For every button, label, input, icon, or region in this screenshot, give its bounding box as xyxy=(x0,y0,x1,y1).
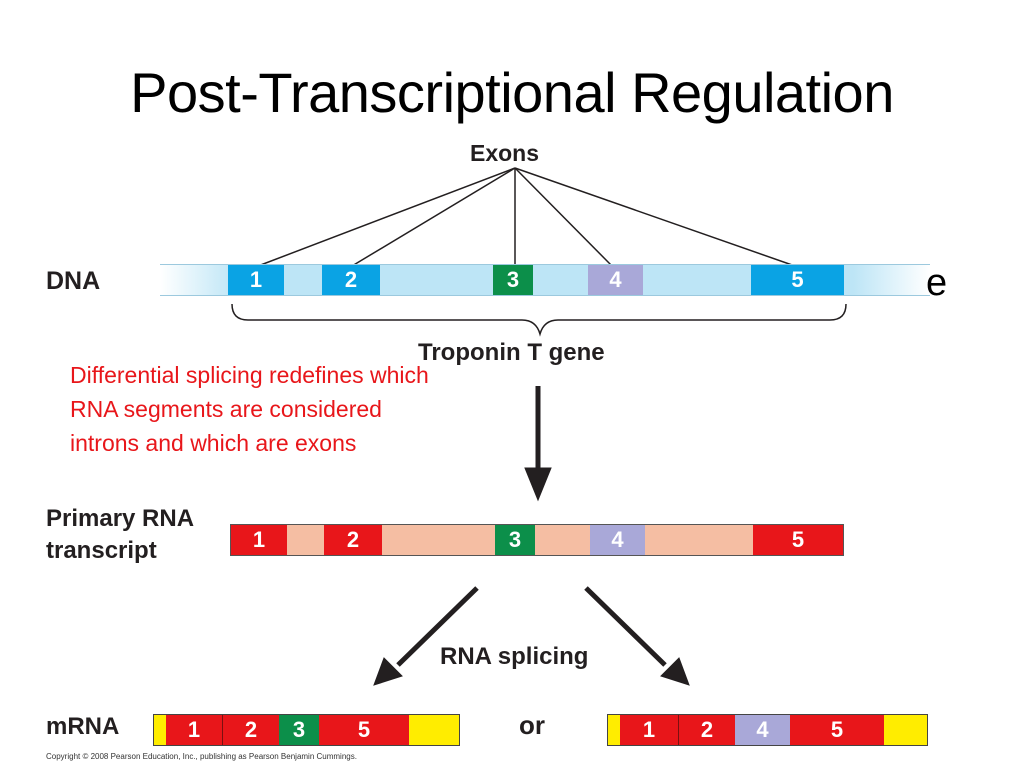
dna-intron xyxy=(533,265,588,295)
arrow-right xyxy=(584,586,690,686)
splicing-note: Differential splicing redefines which RN… xyxy=(70,362,429,456)
dna-exon-5: 5 xyxy=(751,265,844,295)
utr-3prime xyxy=(884,715,927,745)
exon-connector-2 xyxy=(351,167,516,267)
rna-exon-2: 2 xyxy=(324,525,382,555)
mrna-b-exon-5: 5 xyxy=(790,715,884,745)
mrna-a-exon-1: 1 xyxy=(166,715,222,745)
exon-connector-4 xyxy=(514,167,613,267)
dna-exon-2: 2 xyxy=(322,265,380,295)
or-label: or xyxy=(519,710,545,740)
mrna-a-exon-5: 5 xyxy=(319,715,409,745)
utr-5prime xyxy=(154,715,166,745)
exons-label: Exons xyxy=(470,140,540,166)
rna-intron xyxy=(535,525,590,555)
mrna-variant-b: 1 2 4 5 xyxy=(607,714,928,746)
dna-exon-4: 4 xyxy=(588,265,643,295)
mrna-b-exon-2: 2 xyxy=(678,715,735,745)
rna-exon-5: 5 xyxy=(753,525,843,555)
dna-intron xyxy=(284,265,322,295)
rna-exon-1: 1 xyxy=(231,525,287,555)
utr-3prime xyxy=(409,715,459,745)
dna-strand: 1 2 3 4 5 xyxy=(160,264,930,296)
dna-intron xyxy=(380,265,493,295)
slide-title: Post-Transcriptional Regulation xyxy=(130,61,894,124)
exon-connector-5 xyxy=(514,167,796,267)
mrna-a-exon-2: 2 xyxy=(222,715,279,745)
mrna-label: mRNA xyxy=(46,713,120,740)
copyright-notice: Copyright © 2008 Pearson Education, Inc.… xyxy=(46,752,357,761)
mrna-variant-a: 1 2 3 5 xyxy=(153,714,460,746)
rna-intron xyxy=(382,525,495,555)
arrow-down xyxy=(524,386,552,502)
dna-intron xyxy=(643,265,751,295)
rna-intron xyxy=(645,525,753,555)
primary-transcript-label: Primary RNA transcript xyxy=(46,505,194,564)
mrna-b-exon-1: 1 xyxy=(620,715,678,745)
dna-flank-left xyxy=(160,265,228,295)
rna-exon-4: 4 xyxy=(590,525,645,555)
dna-exon-3: 3 xyxy=(493,265,533,295)
partial-text: e xyxy=(926,262,948,304)
mrna-b-exon-4: 4 xyxy=(735,715,790,745)
gene-brace xyxy=(231,303,847,337)
mrna-a-exon-3: 3 xyxy=(279,715,319,745)
dna-label: DNA xyxy=(46,267,101,295)
arrow-left xyxy=(373,586,479,686)
utr-5prime xyxy=(608,715,620,745)
rna-splicing-label: RNA splicing xyxy=(440,643,589,670)
primary-rna-bar: 1 2 3 4 5 xyxy=(230,524,844,556)
exon-connector-1 xyxy=(257,167,516,267)
rna-intron xyxy=(287,525,324,555)
gene-label: Troponin T gene xyxy=(418,339,605,366)
rna-exon-3: 3 xyxy=(495,525,535,555)
dna-exon-1: 1 xyxy=(228,265,284,295)
